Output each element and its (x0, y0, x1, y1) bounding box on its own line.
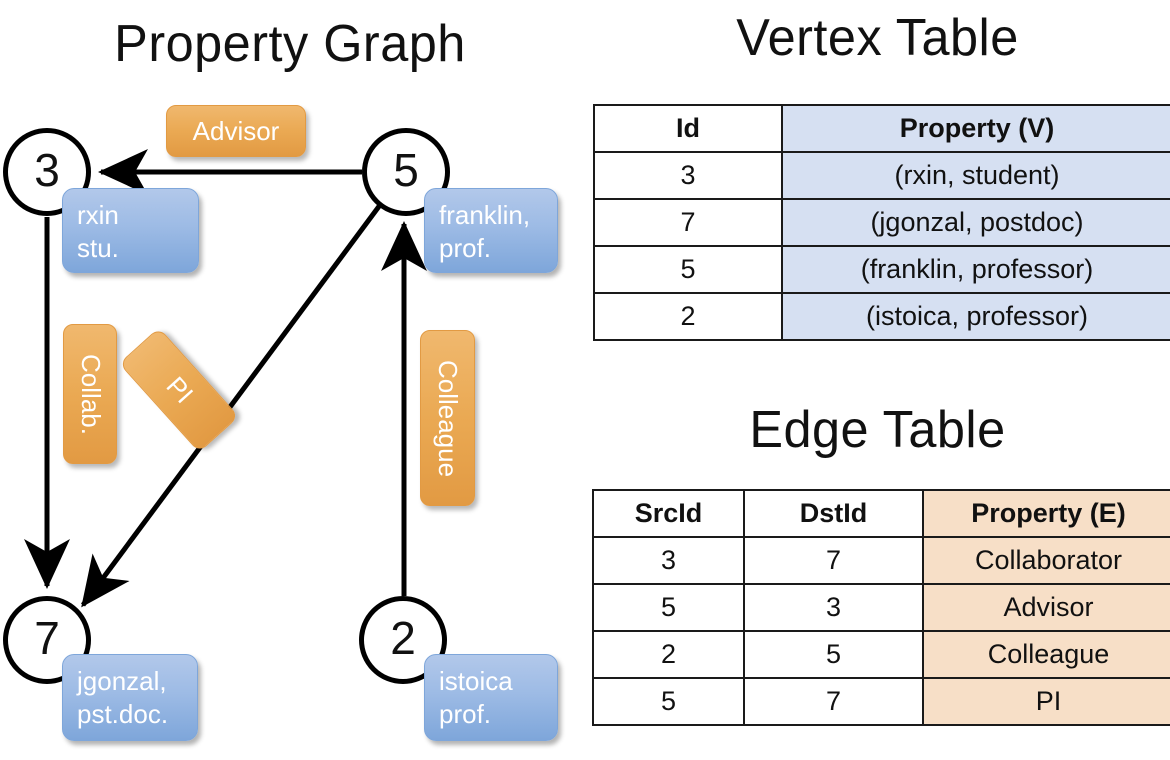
edge-label-pi-text: PI (159, 370, 199, 409)
vertex-table-header-row: Id Property (V) (593, 104, 1170, 153)
edge-label-collab[interactable]: Collab. (63, 324, 117, 464)
graph-node-3-id: 3 (34, 144, 60, 196)
graph-node-5-property-line2: prof. (439, 233, 492, 264)
edge-cell-dstid: 7 (743, 536, 924, 585)
vertex-cell-property: (franklin, professor) (781, 245, 1170, 294)
graph-node-3-property-line1: rxin (77, 200, 119, 230)
edge-table: SrcId DstId Property (E) 3 7 Collaborato… (592, 489, 1170, 726)
edge-cell-srcid: 3 (592, 536, 745, 585)
vertex-cell-id: 2 (593, 292, 783, 341)
edge-table-header-dstid: DstId (743, 489, 924, 538)
table-row[interactable]: 2 5 Colleague (592, 630, 1170, 679)
table-row[interactable]: 3 7 Collaborator (592, 536, 1170, 585)
table-row[interactable]: 3 (rxin, student) (593, 151, 1170, 200)
edge-5-to-7 (80, 203, 383, 608)
graph-node-7-property-line2: pst.doc. (77, 699, 169, 730)
edge-table-header-property: Property (E) (922, 489, 1170, 538)
graph-node-5[interactable]: 5 (362, 128, 450, 216)
edge-table-header-row: SrcId DstId Property (E) (592, 489, 1170, 538)
vertex-cell-id: 3 (593, 151, 783, 200)
vertex-cell-id: 5 (593, 245, 783, 294)
page-title-edge-table: Edge Table (749, 401, 1006, 459)
table-row[interactable]: 5 3 Advisor (592, 583, 1170, 632)
edge-label-colleague[interactable]: Colleague (420, 330, 475, 506)
edge-label-colleague-text: Colleague (433, 359, 463, 477)
graph-node-7-property-line1: jgonzal, (77, 666, 167, 696)
edge-cell-property: PI (922, 677, 1170, 726)
edge-cell-dstid: 5 (743, 630, 924, 679)
graph-edge-arrows (24, 149, 427, 608)
table-row[interactable]: 5 7 PI (592, 677, 1170, 726)
edge-cell-srcid: 5 (592, 583, 745, 632)
edge-cell-dstid: 7 (743, 677, 924, 726)
graph-node-2-property-line2: prof. (439, 699, 492, 730)
edge-label-advisor[interactable]: Advisor (166, 105, 306, 157)
vertex-cell-property: (istoica, professor) (781, 292, 1170, 341)
edge-cell-dstid: 3 (743, 583, 924, 632)
edge-cell-property: Colleague (922, 630, 1170, 679)
graph-node-7-property-box[interactable]: jgonzal, pst.doc. (62, 654, 198, 741)
graph-node-5-id: 5 (393, 144, 419, 196)
edge-cell-srcid: 5 (592, 677, 745, 726)
graph-node-2-property-line1: istoica (439, 666, 513, 696)
vertex-cell-property: (jgonzal, postdoc) (781, 198, 1170, 247)
table-row[interactable]: 5 (franklin, professor) (593, 245, 1170, 294)
edge-label-advisor-text: Advisor (192, 115, 280, 146)
vertex-cell-id: 7 (593, 198, 783, 247)
property-graph-diagram: 3 5 7 2 rxin stu. franklin, prof. jgonza… (3, 105, 558, 741)
vertex-table-header-property: Property (V) (781, 104, 1170, 153)
graph-node-7-id: 7 (34, 612, 60, 664)
graph-node-3-property-box[interactable]: rxin stu. (62, 188, 199, 273)
table-row[interactable]: 2 (istoica, professor) (593, 292, 1170, 341)
graph-node-2-id: 2 (390, 612, 416, 664)
page-title-vertex-table: Vertex Table (736, 9, 1019, 67)
page-title-property-graph: Property Graph (114, 15, 466, 73)
graph-node-3-property-line2: stu. (77, 233, 119, 264)
vertex-table-header-id: Id (593, 104, 783, 153)
edge-cell-srcid: 2 (592, 630, 745, 679)
edge-table-header-srcid: SrcId (592, 489, 745, 538)
table-row[interactable]: 7 (jgonzal, postdoc) (593, 198, 1170, 247)
graph-node-5-property-box[interactable]: franklin, prof. (424, 188, 558, 273)
graph-node-2-property-box[interactable]: istoica prof. (424, 654, 558, 741)
vertex-cell-property: (rxin, student) (781, 151, 1170, 200)
graph-node-2[interactable]: 2 (359, 596, 447, 684)
graph-node-5-property-line1: franklin, (439, 200, 531, 230)
edge-cell-property: Advisor (922, 583, 1170, 632)
edge-label-collab-text: Collab. (75, 353, 106, 435)
edge-cell-property: Collaborator (922, 536, 1170, 585)
vertex-table: Id Property (V) 3 (rxin, student) 7 (jgo… (593, 104, 1170, 341)
